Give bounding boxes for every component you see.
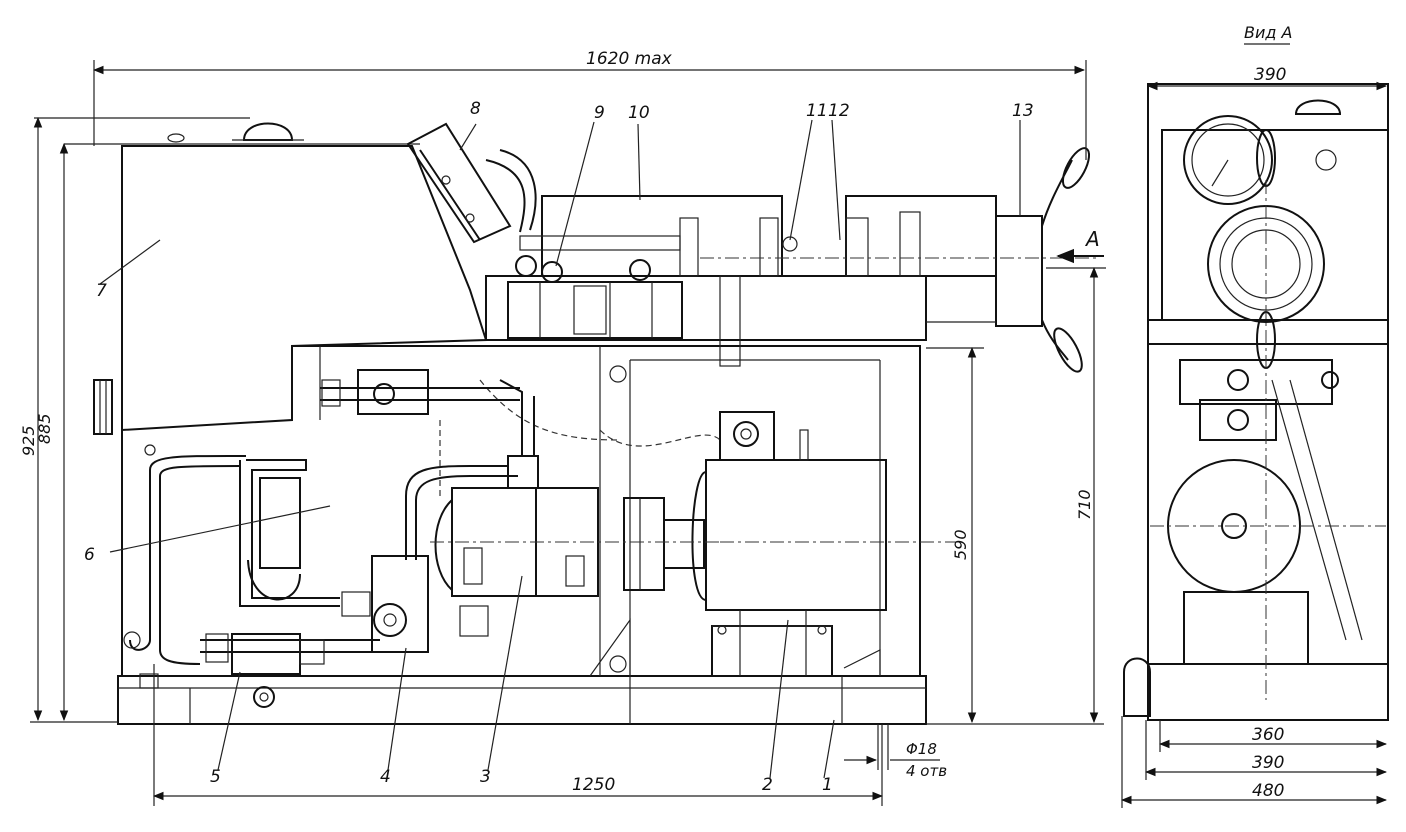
gauge-panel [406, 122, 512, 244]
leader-lines [99, 119, 1021, 779]
dim-view-width-390: 390 [1252, 753, 1284, 773]
distributor-block [485, 195, 997, 367]
valve-4 [341, 555, 489, 653]
dim-total-height: 925 [19, 425, 38, 456]
callout-13: 13 [1012, 101, 1034, 121]
pipework [129, 149, 537, 665]
dim-frame-height: 590 [951, 529, 970, 560]
callout-9: 9 [594, 103, 605, 123]
side-view-a [1123, 83, 1389, 721]
coupling [623, 497, 705, 591]
callout-8: 8 [470, 99, 481, 119]
front-view [64, 119, 1100, 779]
callout-1: 1 [822, 775, 833, 795]
view-a-title: Вид А [1244, 23, 1292, 42]
callout-6: 6 [84, 545, 95, 565]
base-frame [117, 673, 927, 725]
callout-5: 5 [210, 767, 221, 787]
callout-7: 7 [96, 281, 107, 301]
dim-view-width-480: 480 [1252, 781, 1284, 801]
dimension-lines [30, 60, 1106, 806]
callout-11: 11 [806, 101, 828, 121]
dim-hole-diameter: Φ18 [906, 740, 937, 758]
valve-block-5 [205, 633, 325, 675]
dim-hole-count: 4 отв [906, 762, 947, 780]
oil-tank [64, 122, 488, 435]
callout-10: 10 [628, 103, 650, 123]
callout-4: 4 [380, 767, 391, 787]
electric-motor [691, 411, 887, 677]
view-arrow-label: A [1084, 227, 1100, 251]
callout-3: 3 [480, 767, 491, 787]
side-view-dimensions [1120, 43, 1388, 808]
callout-numbers: 1 2 3 4 5 6 7 8 9 10 11 12 13 [84, 99, 1034, 795]
callout-12: 12 [828, 101, 850, 121]
dim-overall-length: 1620 max [586, 49, 673, 69]
support-bracket [123, 444, 301, 649]
check-valve [321, 369, 429, 415]
dim-view-width-360: 360 [1252, 725, 1284, 745]
dimension-labels: 1620 max 925 885 710 590 1250 Φ18 4 отв … [19, 23, 1292, 801]
pump-frame [121, 345, 921, 677]
dim-base-length: 1250 [572, 775, 615, 795]
dim-shaft-height: 710 [1075, 489, 1094, 520]
callout-2: 2 [762, 775, 773, 795]
handwheel [926, 147, 1091, 373]
dim-view-width-top: 390 [1254, 65, 1286, 85]
dim-tank-height: 885 [35, 413, 54, 444]
